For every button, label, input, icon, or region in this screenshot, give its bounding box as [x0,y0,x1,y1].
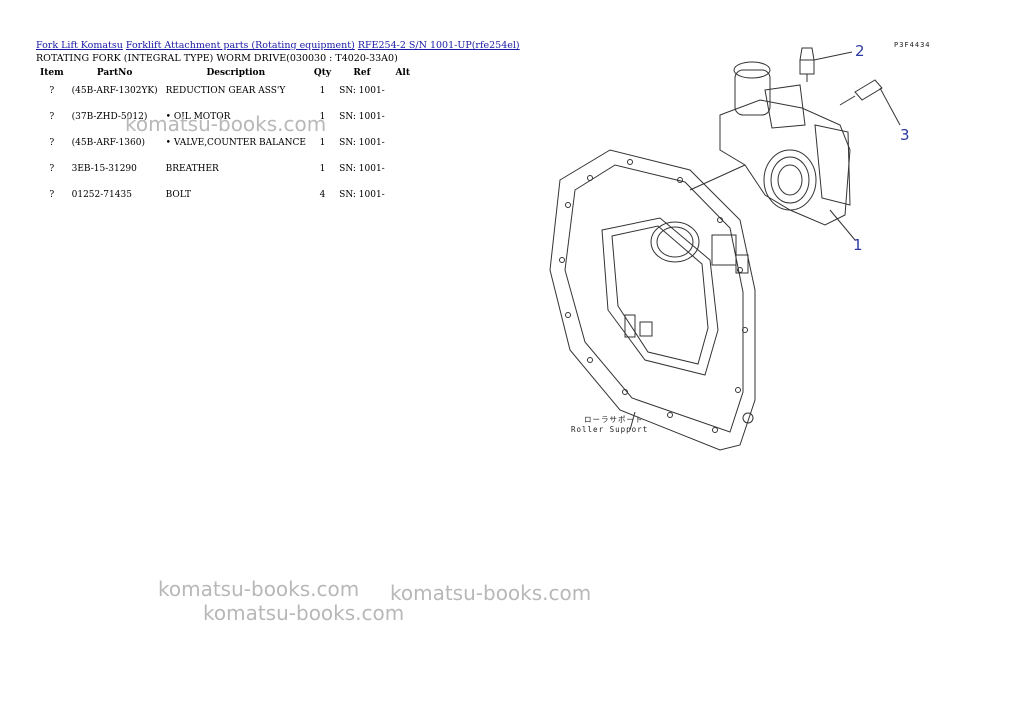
cell-item: ? [49,190,55,200]
cell-alt [389,112,417,138]
cell-alt [389,190,417,208]
header-ref: Ref [353,68,371,78]
table-row: ? (37B-ZHD-5012) • OIL MOTOR 1 SN: 1001- [36,112,417,138]
table-row: ? (45B-ARF-1302YK) REDUCTION GEAR ASS'Y … [36,80,417,112]
cell-qty: 4 [319,190,326,200]
cell-qty: 1 [319,86,326,96]
callout-2: 2 [855,42,865,60]
watermark: komatsu-books.com [158,577,360,601]
parts-table: Item PartNo Description Qty Ref Alt ? (4… [36,66,417,208]
cell-qty: 1 [319,164,326,174]
table-row: ? 3EB-15-31290 BREATHER 1 SN: 1001- [36,164,417,190]
drawing-code: P3F4434 [894,41,931,49]
callout-1: 1 [853,236,863,254]
cell-ref: SN: 1001- [339,138,385,148]
breather-part [799,47,815,82]
cell-qty: 1 [319,138,326,148]
table-header-row: Item PartNo Description Qty Ref Alt [36,66,417,80]
cell-description: REDUCTION GEAR ASS'Y [165,86,286,96]
watermark: komatsu-books.com [203,601,405,625]
watermark: komatsu-books.com [125,112,327,136]
header-qty: Qty [313,68,332,78]
cell-ref: SN: 1001- [339,190,385,200]
breadcrumb-link-attachment-parts[interactable]: Forklift Attachment parts (Rotating equi… [125,40,355,51]
cell-part-no: 01252-71435 [71,190,132,200]
cell-item: ? [49,86,55,96]
breadcrumb: Fork Lift Komatsu Forklift Attachment pa… [36,40,520,51]
cell-alt [389,138,417,164]
breadcrumb-link-fork-lift-komatsu[interactable]: Fork Lift Komatsu [36,40,123,51]
watermark: komatsu-books.com [390,581,592,605]
cell-description: • OIL MOTOR [165,112,231,122]
cell-item: ? [49,138,55,148]
cell-part-no: (45B-ARF-1360) [71,138,145,148]
cell-ref: SN: 1001- [339,164,385,174]
header-alt: Alt [395,68,410,78]
table-row: ? 01252-71435 BOLT 4 SN: 1001- [36,190,417,208]
bolt-part [839,79,883,106]
cell-alt [389,80,417,112]
header-item: Item [40,68,64,78]
callout-3: 3 [900,126,910,144]
cell-description: • VALVE,COUNTER BALANCE [165,138,306,148]
cell-item: ? [49,164,55,174]
reduction-gear-assembly [719,61,851,226]
page-title: ROTATING FORK (INTEGRAL TYPE) WORM DRIVE… [36,53,398,64]
cell-ref: SN: 1001- [339,86,385,96]
cell-part-no: (37B-ZHD-5012) [71,112,148,122]
cell-alt [389,164,417,190]
table-row: ? (45B-ARF-1360) • VALVE,COUNTER BALANCE… [36,138,417,164]
cell-description: BREATHER [165,164,219,174]
cell-part-no: (45B-ARF-1302YK) [71,86,158,96]
parts-diagram [549,47,901,451]
header-description: Description [206,68,266,78]
cell-qty: 1 [319,112,326,122]
cell-ref: SN: 1001- [339,112,385,122]
breadcrumb-link-model[interactable]: RFE254-2 S/N 1001-UP(rfe254el) [357,40,520,51]
cell-description: BOLT [165,190,192,200]
caption-roller-support: Roller Support [571,425,649,434]
caption-roller-support-jp: ローラサポート [584,415,644,424]
bolt-holes [559,159,748,433]
cell-item: ? [49,112,55,122]
header-part-no: PartNo [96,68,133,78]
cell-part-no: 3EB-15-31290 [71,164,137,174]
